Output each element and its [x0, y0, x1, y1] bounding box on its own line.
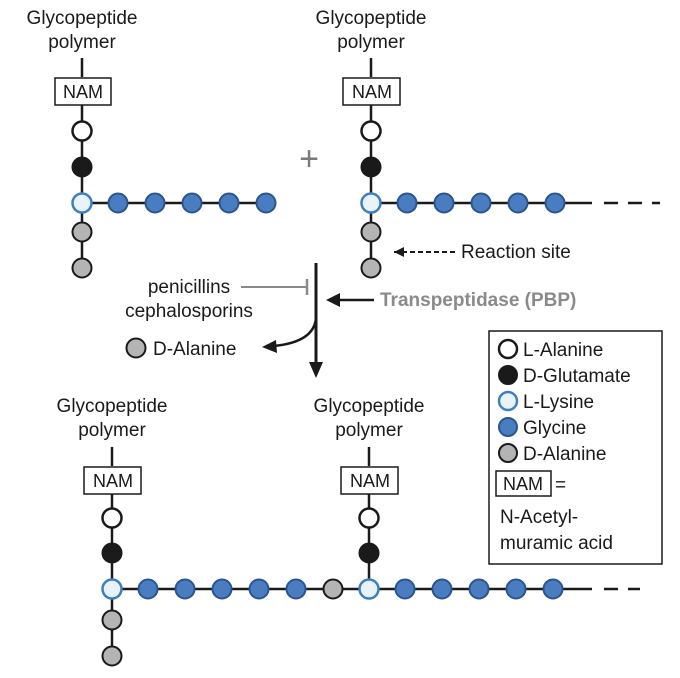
top-right-glycine-4 — [507, 192, 529, 214]
top-right-nam-label: NAM — [352, 82, 392, 102]
inhibitor-label-cephalosporins: cephalosporins — [125, 301, 253, 322]
top-right-unit: Glycopeptide polymer NAM — [316, 8, 660, 279]
legend-glycine-label: Glycine — [523, 418, 586, 439]
plus-sign: + — [299, 140, 319, 178]
enzyme-label: Transpeptidase (PBP) — [380, 290, 576, 311]
bottom-left-nam-box — [83, 466, 142, 495]
reaction-site-arrowhead — [394, 247, 404, 257]
bottom-left-glycine-3 — [211, 578, 233, 600]
bottom-left-title-line2: polymer — [78, 420, 146, 441]
legend-d-alanine-swatch — [498, 443, 518, 463]
reaction-site-callout: Reaction site — [394, 242, 571, 263]
bottom-left-glycine-2 — [174, 578, 196, 600]
bottom-right-glycine-3 — [468, 578, 490, 600]
crosslink-d-alanine — [322, 578, 344, 600]
bottom-right-unit: Glycopeptide polymer NAM — [314, 396, 564, 600]
top-right-d-glutamate — [360, 156, 382, 178]
bottom-left-title-line1: Glycopeptide — [57, 396, 168, 417]
released-d-alanine-label: D-Alanine — [153, 339, 236, 360]
reaction-site-label: Reaction site — [461, 242, 571, 263]
top-right-title-line1: Glycopeptide — [316, 8, 427, 29]
bottom-left-d-glutamate — [101, 542, 123, 564]
reaction-main-arrowhead — [309, 362, 323, 378]
bottom-left-glycine-1 — [137, 578, 159, 600]
top-left-glycine-4 — [218, 192, 240, 214]
bottom-left-d-alanine-2 — [101, 645, 123, 667]
bottom-left-l-alanine — [101, 507, 123, 529]
top-left-glycine-2 — [144, 192, 166, 214]
legend-equals: = — [555, 475, 566, 496]
top-left-d-alanine-2 — [71, 257, 93, 279]
bottom-left-glycine-5 — [285, 578, 307, 600]
top-right-glycine-1 — [396, 192, 418, 214]
release-arrowhead — [262, 340, 277, 353]
top-left-glycine-3 — [181, 192, 203, 214]
bottom-right-glycine-1 — [394, 578, 416, 600]
released-d-alanine-circle — [125, 337, 147, 359]
inhibitor-label-penicillins: penicillins — [148, 277, 230, 298]
bottom-right-glycine-5 — [542, 578, 564, 600]
top-right-glycine-5 — [544, 192, 566, 214]
top-left-glycine-1 — [107, 192, 129, 214]
legend-glycine-swatch — [498, 417, 518, 437]
top-left-l-alanine — [71, 120, 93, 142]
top-left-title-line1: Glycopeptide — [27, 8, 138, 29]
top-right-l-lysine — [360, 192, 382, 214]
bottom-right-nam-label: NAM — [350, 471, 390, 491]
bottom-right-l-lysine — [358, 578, 380, 600]
top-left-title-line2: polymer — [48, 32, 116, 53]
legend-definition-line1: N-Acetyl- — [500, 507, 578, 528]
release-curved-arrow — [273, 317, 318, 348]
bottom-left-l-lysine — [101, 578, 123, 600]
bottom-left-nam-label: NAM — [93, 471, 133, 491]
top-left-d-alanine-1 — [71, 221, 93, 243]
top-left-unit: Glycopeptide polymer NAM — [27, 8, 277, 279]
legend-d-alanine-label: D-Alanine — [523, 444, 606, 465]
bottom-right-glycine-4 — [505, 578, 527, 600]
top-left-d-glutamate — [71, 156, 93, 178]
top-right-title-line2: polymer — [337, 32, 405, 53]
top-left-glycine-5 — [255, 192, 277, 214]
top-right-l-alanine — [360, 120, 382, 142]
bottom-left-unit: Glycopeptide polymer NAM — [57, 396, 640, 667]
bottom-left-glycine-4 — [248, 578, 270, 600]
bottom-right-nam-box — [340, 466, 399, 495]
reaction-block: penicillins cephalosporins Transpeptidas… — [125, 263, 576, 378]
bottom-right-l-alanine — [358, 507, 380, 529]
top-left-l-lysine — [71, 192, 93, 214]
bottom-right-glycine-2 — [431, 578, 453, 600]
legend-d-glutamate-swatch — [498, 365, 518, 385]
top-right-d-alanine-1 — [360, 221, 382, 243]
legend-nam-label: NAM — [503, 474, 543, 494]
legend: L-Alanine D-Glutamate L-Lysine Glycine D… — [488, 330, 663, 565]
bottom-right-title-line1: Glycopeptide — [314, 396, 425, 417]
bottom-left-d-alanine-1 — [101, 609, 123, 631]
legend-d-glutamate-label: D-Glutamate — [523, 366, 631, 387]
legend-definition-line2: muramic acid — [500, 533, 613, 554]
legend-l-alanine-label: L-Alanine — [523, 340, 603, 361]
top-left-nam-label: NAM — [63, 82, 103, 102]
legend-l-lysine-label: L-Lysine — [523, 392, 594, 413]
bottom-right-title-line2: polymer — [335, 420, 403, 441]
legend-l-alanine-swatch — [497, 338, 519, 360]
top-right-glycine-2 — [433, 192, 455, 214]
legend-box — [488, 330, 663, 565]
enzyme-arrowhead — [326, 293, 340, 307]
top-right-d-alanine-2 — [360, 257, 382, 279]
bottom-right-d-glutamate — [358, 542, 380, 564]
legend-l-lysine-swatch — [497, 390, 519, 412]
top-right-glycine-3 — [470, 192, 492, 214]
legend-nam-box — [495, 470, 552, 497]
